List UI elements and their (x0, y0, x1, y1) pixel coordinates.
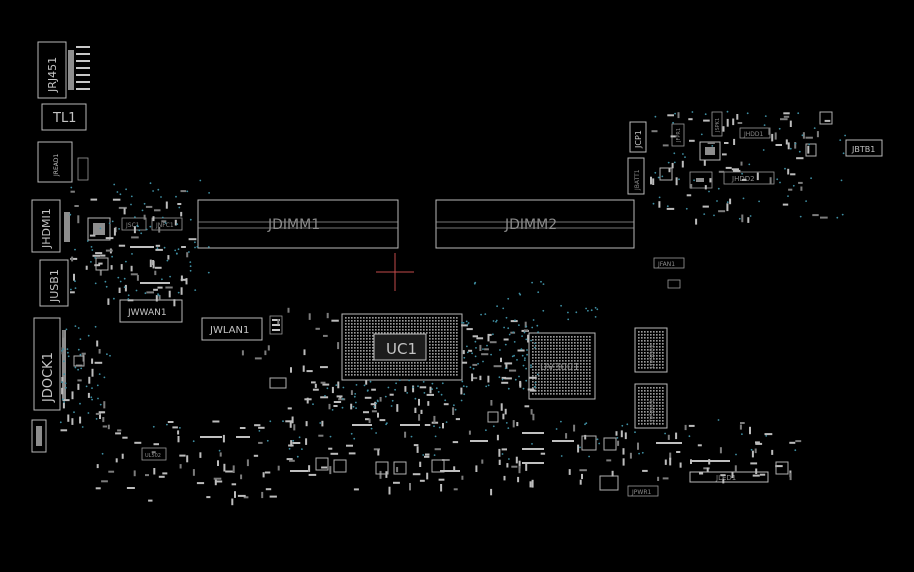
small-components-layer (60, 111, 833, 506)
jcp1-label: JCP1 (634, 130, 643, 149)
uv3001-gpu[interactable]: UV3001 (528, 332, 596, 400)
uc1-label: UC1 (386, 340, 417, 358)
jhdd2-connector[interactable]: JHDD2 (723, 171, 775, 185)
jnfc1-label: JNFC1 (155, 222, 174, 229)
jled1-connector[interactable]: JLED1 (689, 471, 769, 483)
uv3002-vram[interactable]: UV3002 (634, 327, 668, 373)
uv3003-ball-grid (638, 387, 664, 425)
jwlan1-side-pads (269, 315, 283, 335)
ul502-ic[interactable]: UL502 (141, 447, 167, 461)
jfan1-label: JFAN1 (657, 261, 675, 268)
jfpr1-label: JFPR1 (676, 128, 682, 143)
jdimm2-label: JDIMM2 (504, 217, 557, 233)
jrj451-connector[interactable]: JRJ451 (37, 41, 90, 99)
jbtb1-label: JBTB1 (851, 145, 875, 154)
jfpr1-connector[interactable]: JFPR1 (671, 123, 685, 147)
jwlan1-label: JWLAN1 (209, 325, 249, 336)
jcp1-connector[interactable]: JCP1 (629, 121, 647, 153)
small-left-connector[interactable] (31, 419, 47, 453)
jhdd1-connector[interactable]: JHDD1 (739, 127, 771, 139)
jbatt1-label: JBATT1 (634, 169, 641, 191)
uv3003-label: UV3003 (649, 400, 656, 424)
jdimm1-label: JDIMM1 (267, 217, 320, 233)
jdock1-label: JDOCK1 (41, 352, 56, 403)
uv3002-label: UV3002 (649, 344, 656, 368)
upper-left-ic[interactable] (87, 217, 111, 241)
ul502-label: UL502 (145, 453, 161, 459)
jusb1-label: JUSB1 (48, 269, 61, 303)
uv3003-vram[interactable]: UV3003 (634, 383, 668, 429)
upper-right-ic[interactable] (699, 141, 721, 161)
uv3002-ball-grid (638, 331, 664, 369)
jbtb1-connector[interactable]: JBTB1 (845, 139, 883, 157)
jhdd1-label: JHDD1 (743, 131, 764, 138)
jhdmi1-connector[interactable]: JHDMI1 (31, 199, 70, 253)
jwlan1-connector[interactable]: JWLAN1 (201, 317, 263, 341)
jusb1-connector[interactable]: JUSB1 (39, 259, 69, 307)
jrj451-label: JRJ451 (46, 57, 59, 93)
jread1-connector[interactable]: JREAD1 (37, 141, 89, 183)
tl1-label: TL1 (52, 111, 76, 126)
jhdmi1-label: JHDMI1 (40, 208, 53, 249)
uv3001-label: UV3001 (540, 362, 580, 373)
jfan1-side-pad (667, 279, 681, 289)
tl1-transformer[interactable]: TL1 (41, 103, 87, 131)
jpwr1-label: JPWR1 (631, 489, 651, 496)
via-layer (59, 110, 846, 460)
uc1-ball-grid (345, 317, 458, 376)
jfan1-connector[interactable]: JFAN1 (653, 257, 685, 269)
jdimm2-slot[interactable]: JDIMM2 (435, 199, 635, 249)
jled1-label: JLED1 (715, 474, 736, 482)
jnfc1-connector[interactable]: JNFC1 (151, 217, 183, 231)
jrj451-pins (68, 46, 90, 90)
uc1-cpu[interactable]: UC1 (341, 313, 463, 381)
jpwr1-connector[interactable]: JPWR1 (627, 485, 659, 497)
jwwan1-connector[interactable]: JWWAN1 (119, 299, 183, 323)
jdock1-connector[interactable]: JDOCK1 (33, 317, 66, 411)
jdimm1-slot[interactable]: JDIMM1 (197, 199, 399, 249)
jread1-label: JREAD1 (53, 154, 60, 177)
uv3001-ball-grid (532, 336, 591, 395)
jsc1-label: JSC1 (125, 222, 140, 229)
jbatt1-connector[interactable]: JBATT1 (627, 157, 645, 195)
jwwan1-label: JWWAN1 (127, 308, 167, 318)
origin-crosshair (376, 253, 414, 291)
jspk1-label: JSPK1 (715, 118, 721, 133)
jspk1-connector[interactable]: JSPK1 (711, 111, 723, 137)
upper-right-ic-2[interactable] (689, 171, 713, 189)
